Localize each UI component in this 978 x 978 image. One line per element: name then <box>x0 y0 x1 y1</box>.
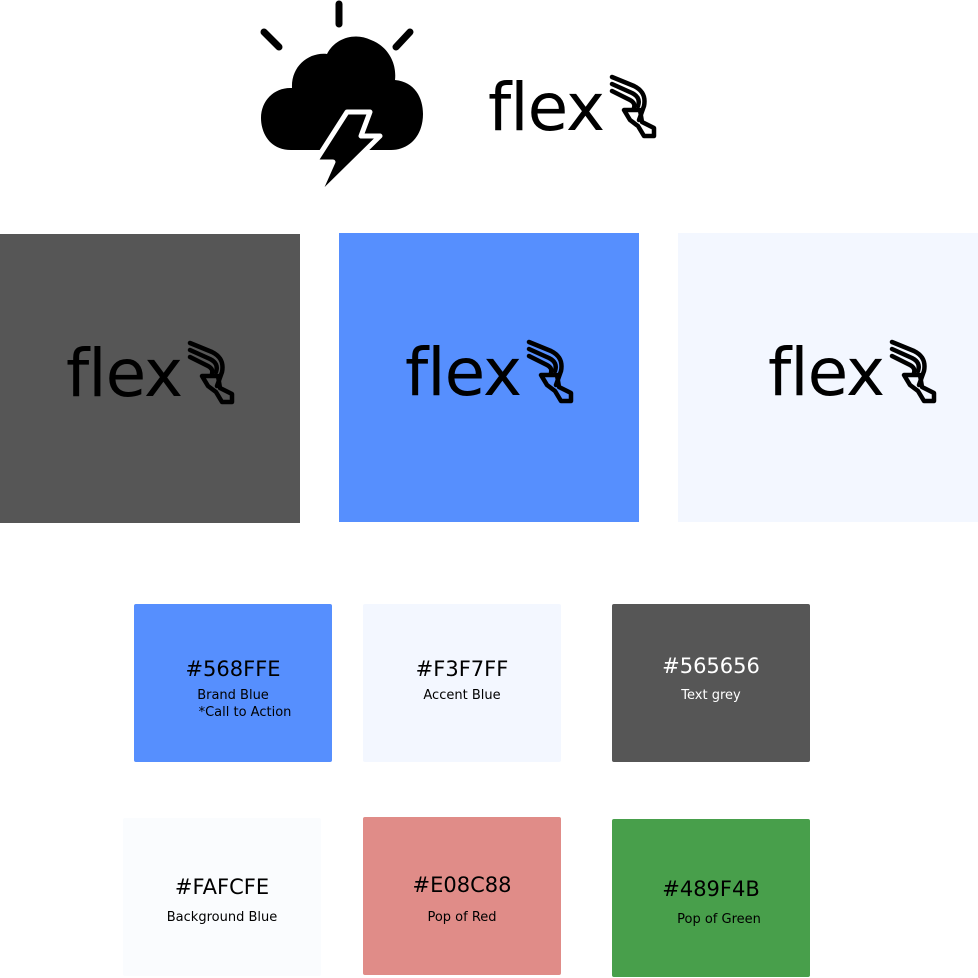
swatch-hex: #FAFCFE <box>174 875 270 899</box>
winged-shoe-icon <box>609 74 657 139</box>
winged-shoe-icon <box>187 340 235 405</box>
swatch-accent-blue: #F3F7FF Accent Blue <box>363 604 561 762</box>
storm-cloud-lightning-icon <box>260 0 423 201</box>
swatch-hex: #565656 <box>662 654 760 678</box>
swatch-note: *Call to Action <box>198 705 292 720</box>
flex-logo: flex <box>768 333 943 413</box>
swatch-brand-blue: #568FFE Brand Blue *Call to Action <box>134 604 332 762</box>
swatch-label: Background Blue <box>166 910 278 925</box>
swatch-hex: #F3F7FF <box>415 657 509 681</box>
swatch-background-blue: #FAFCFE Background Blue <box>123 818 321 976</box>
logo-wordmark: flex <box>405 334 522 411</box>
swatch-hex: #489F4B <box>662 877 760 901</box>
logo-wordmark: flex <box>66 335 183 412</box>
swatch-label: Accent Blue <box>423 688 501 703</box>
logo-panel-dark: flex <box>0 234 300 523</box>
swatch-hex: #568FFE <box>185 657 281 681</box>
swatch-label: Pop of Red <box>427 910 497 925</box>
swatch-pop-of-green: #489F4B Pop of Green <box>612 819 810 977</box>
winged-shoe-icon <box>526 339 574 404</box>
swatch-label: Text grey <box>681 688 741 703</box>
logo-panel-blue: flex <box>339 233 639 522</box>
swatch-pop-of-red: #E08C88 Pop of Red <box>363 817 561 975</box>
flex-logo: flex <box>488 68 663 148</box>
flex-logo: flex <box>405 333 580 413</box>
winged-shoe-icon <box>889 339 937 404</box>
logo-wordmark: flex <box>768 334 885 411</box>
swatch-text-grey: #565656 Text grey <box>612 604 810 762</box>
logo-wordmark: flex <box>488 69 605 146</box>
logo-panel-light: flex <box>678 233 978 522</box>
swatch-label: Brand Blue <box>197 688 269 703</box>
swatch-label: Pop of Green <box>677 912 761 927</box>
flex-logo: flex <box>66 334 241 414</box>
swatch-hex: #E08C88 <box>412 873 512 897</box>
